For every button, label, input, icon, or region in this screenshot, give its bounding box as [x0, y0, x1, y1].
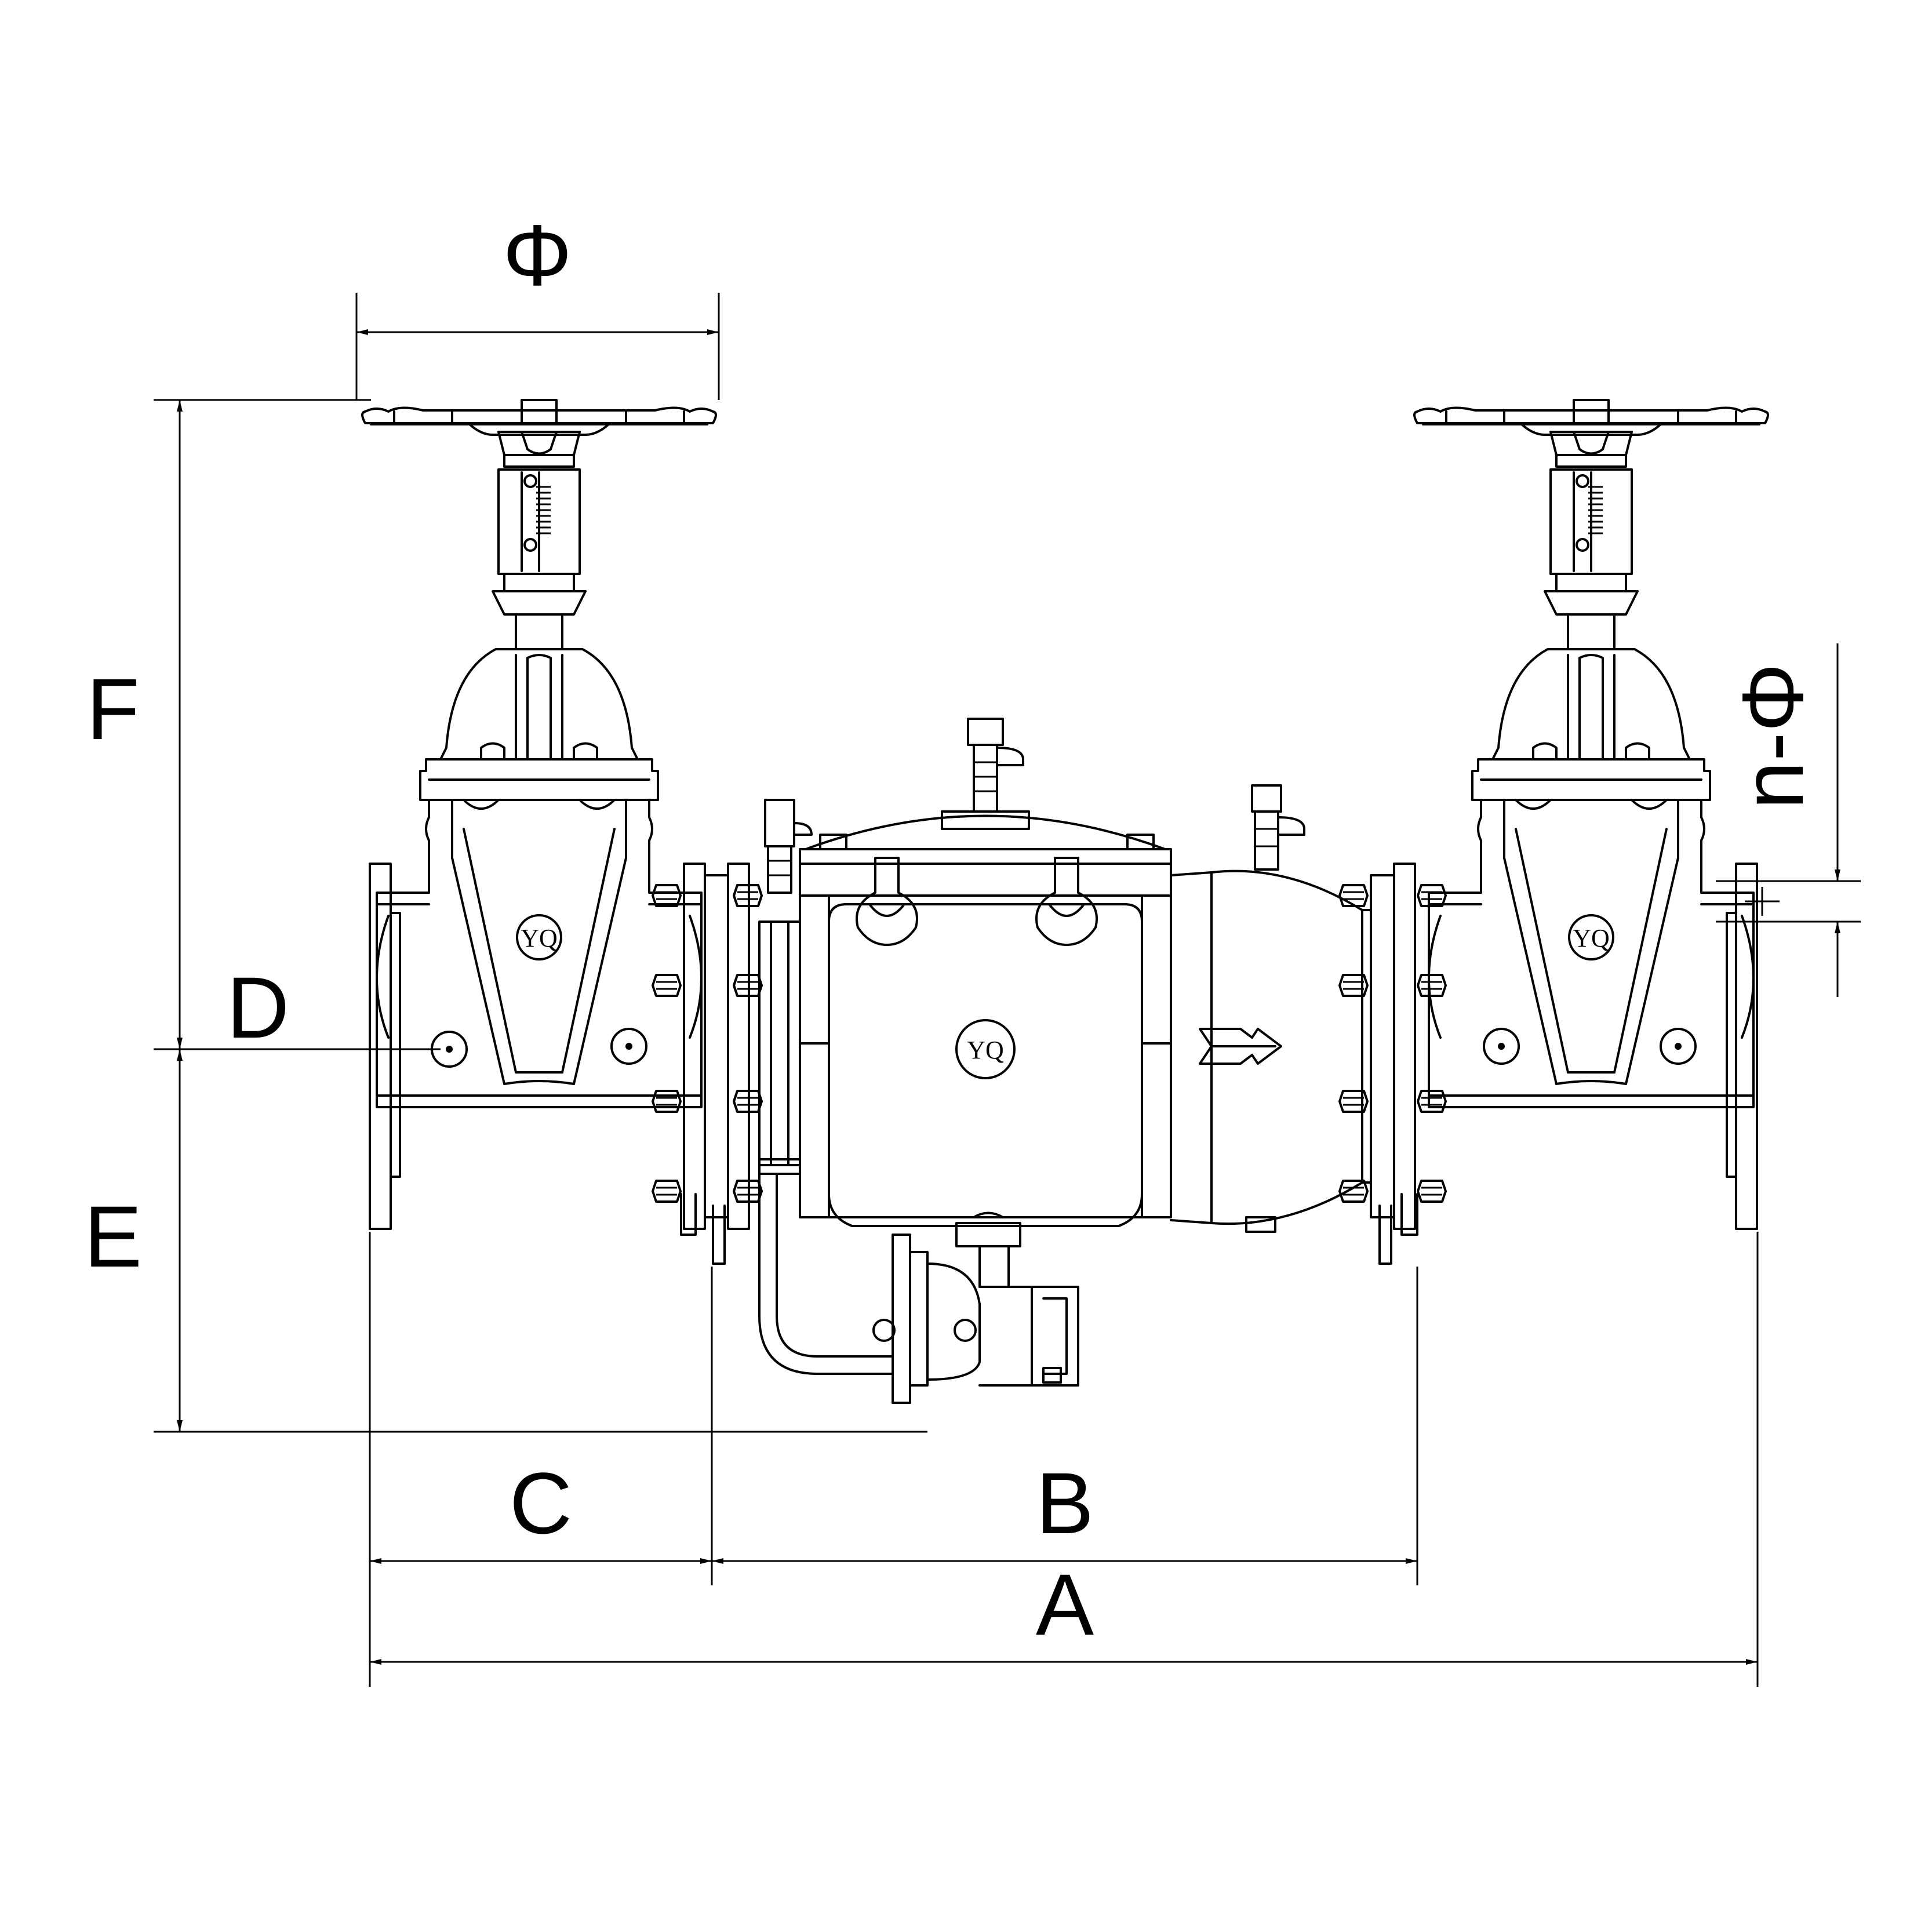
dimension-phi: Φ: [355, 206, 720, 400]
svg-text:n-Φ: n-Φ: [1724, 663, 1821, 809]
left-valve-inlet-flange: [369, 863, 401, 1230]
svg-text:Φ: Φ: [503, 206, 572, 304]
relief-valve: [758, 1173, 1079, 1404]
svg-text:C: C: [510, 1454, 572, 1552]
svg-text:B: B: [1036, 1454, 1094, 1552]
dimension-n-phi: n-Φ: [1716, 643, 1861, 997]
right-valve-center-pin: [1483, 1028, 1697, 1065]
svg-text:D: D: [227, 959, 289, 1056]
dimension-b: B: [712, 1267, 1418, 1585]
svg-text:YQ: YQ: [967, 1036, 1004, 1064]
right-gate-valve: [1413, 399, 1769, 1108]
svg-text:E: E: [84, 1188, 142, 1285]
dimension-d: D: [154, 959, 441, 1056]
dimension-f: F: [86, 399, 371, 1049]
svg-text:F: F: [86, 660, 140, 758]
right-valve-outlet-flange: [1726, 863, 1758, 1230]
backflow-preventer-body: YQ: [727, 718, 1372, 1233]
flow-direction-arrow: [1199, 1028, 1282, 1065]
svg-text:YQ: YQ: [1573, 924, 1610, 952]
left-valve-outlet-flange: [652, 863, 763, 1265]
dimension-e: E: [84, 1049, 927, 1433]
left-gate-valve: [361, 399, 717, 1108]
left-valve-center-pin: [431, 1028, 647, 1068]
dimension-c: C: [369, 1232, 713, 1687]
svg-text:YQ: YQ: [521, 924, 558, 952]
svg-text:A: A: [1036, 1556, 1094, 1653]
left-valve-logo: YQ: [516, 914, 562, 960]
dimension-a: A: [370, 1232, 1759, 1687]
right-valve-logo: YQ: [1568, 914, 1614, 960]
center-body-logo: YQ: [955, 1019, 1016, 1079]
